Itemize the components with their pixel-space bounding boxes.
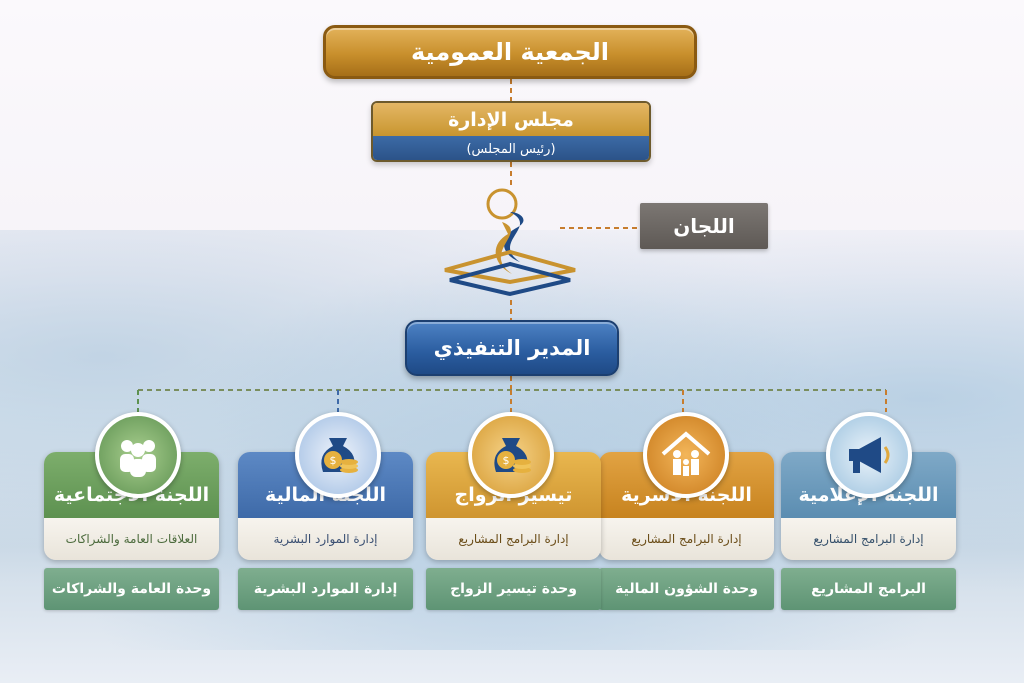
department-unit-family: وحدة الشؤون المالية: [599, 568, 774, 610]
svg-text:$: $: [330, 454, 337, 467]
money-bag-icon: $: [468, 412, 554, 498]
executive-director-box: المدير التنفيذي: [405, 320, 619, 376]
department-card-family: اللجنة الأسرية إدارة البرامج المشاريع: [599, 452, 774, 560]
department-subtitle: إدارة البرامج المشاريع: [426, 518, 601, 560]
people-group-icon: [95, 412, 181, 498]
general-assembly-label: الجمعية العمومية: [411, 38, 610, 66]
department-card-media: اللجنة الإعلامية إدارة البرامج المشاريع: [781, 452, 956, 560]
organization-logo-icon: [444, 188, 576, 297]
board-title: مجلس الإدارة: [373, 103, 649, 136]
department-unit-marriage: وحدة تيسير الزواج: [426, 568, 601, 610]
family-house-icon: [643, 412, 729, 498]
committees-box: اللجان: [640, 203, 768, 249]
department-subtitle: إدارة البرامج المشاريع: [599, 518, 774, 560]
board-subtitle: (رئيس المجلس): [373, 136, 649, 160]
department-unit-finance: إدارة الموارد البشرية: [238, 568, 413, 610]
board-box: مجلس الإدارة (رئيس المجلس): [371, 101, 651, 162]
committees-label: اللجان: [673, 214, 735, 238]
department-subtitle: إدارة البرامج المشاريع: [781, 518, 956, 560]
money-bag-icon: $: [295, 412, 381, 498]
department-subtitle: إدارة الموارد البشرية: [238, 518, 413, 560]
megaphone-icon: [826, 412, 912, 498]
svg-text:$: $: [503, 454, 510, 467]
general-assembly-box: الجمعية العمومية: [323, 25, 697, 79]
department-unit-social: وحدة العامة والشراكات: [44, 568, 219, 610]
department-subtitle: العلاقات العامة والشراكات: [44, 518, 219, 560]
department-unit-media: البرامج المشاريع: [781, 568, 956, 610]
executive-director-label: المدير التنفيذي: [433, 336, 591, 360]
